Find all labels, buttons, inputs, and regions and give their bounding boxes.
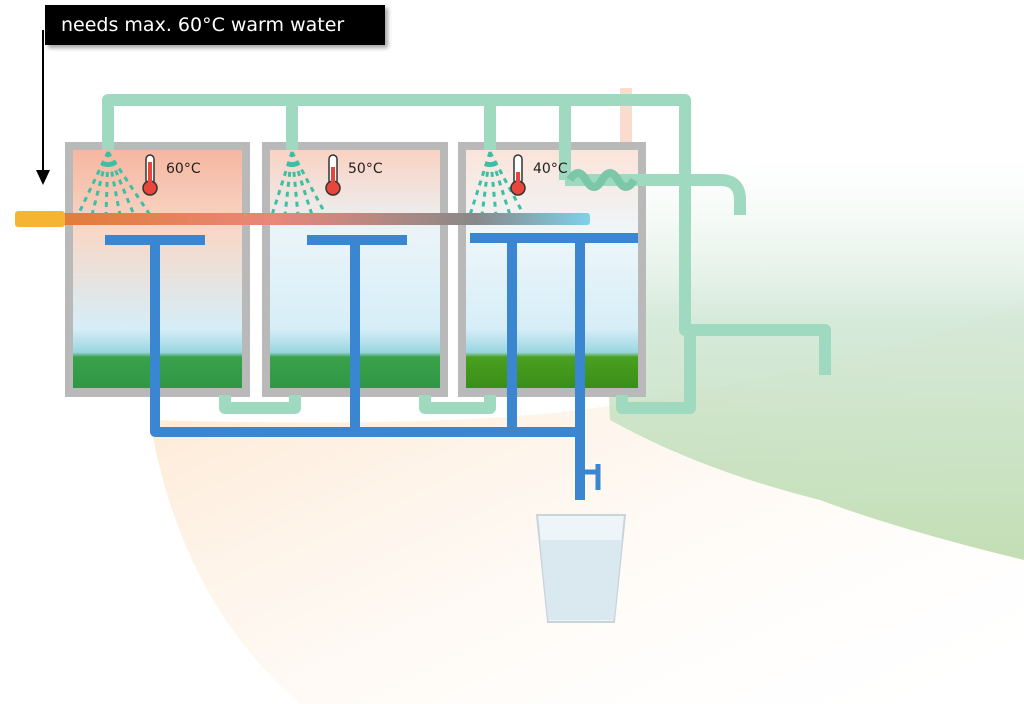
sea-background [600, 157, 1024, 560]
tank-2-temperature: 50°C [348, 161, 383, 177]
tank-1-temperature: 60°C [166, 161, 201, 177]
thermometer-icon [510, 154, 526, 196]
blue-pipe-network [105, 233, 638, 500]
callout-arrowhead [36, 170, 50, 185]
heat-exchanger-coil [566, 169, 638, 191]
tank-3 [458, 142, 646, 397]
callout-label: needs max. 60°C warm water [45, 5, 385, 45]
tap-icon [585, 464, 601, 490]
hot-water-inlet [15, 211, 65, 227]
thermometer-icon [142, 154, 158, 196]
thermometer-icons [142, 154, 526, 196]
thermometer-icon [325, 154, 341, 196]
green-pipe-network [102, 94, 831, 414]
hot-water-pipe [15, 213, 590, 225]
tank-3-temperature: 40°C [533, 161, 568, 177]
glass-of-water [535, 514, 627, 623]
spray-nozzles [76, 151, 526, 216]
